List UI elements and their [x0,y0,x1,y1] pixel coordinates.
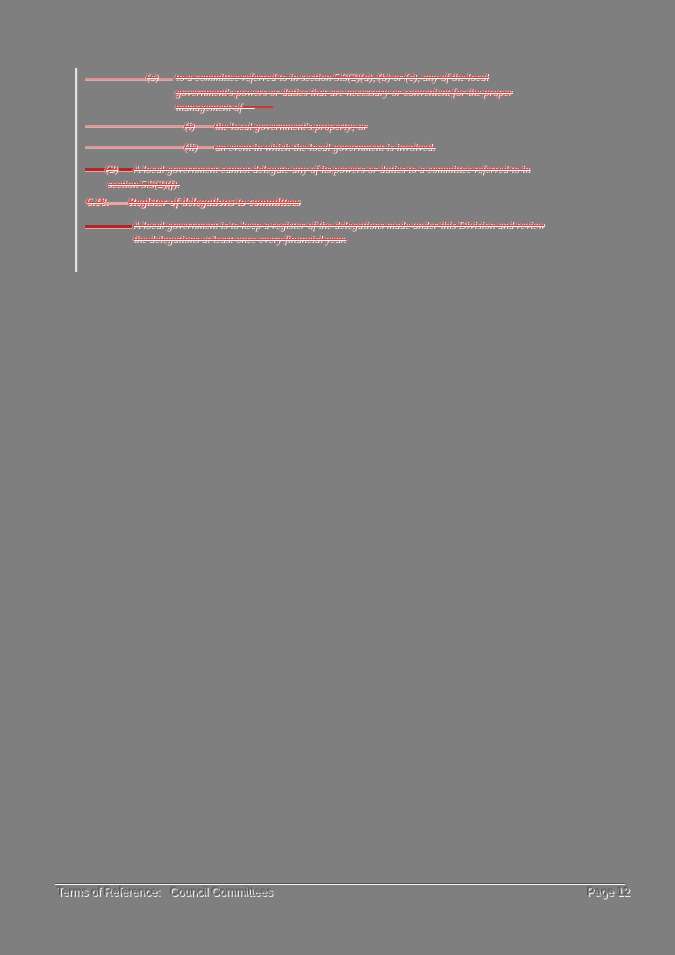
deleted-text-line: A local government cannot delegate any o… [133,163,530,175]
deleted-text-line: section 5.9(2)(f). [107,178,179,190]
deleted-heading-number: 6.18. [86,196,109,208]
strikethrough-tab-line [85,168,133,171]
tracked-change-bar [75,68,78,272]
deleted-text-line: the delegations at least once every fina… [133,233,346,245]
deleted-text-line: an event in which the local government i… [214,141,435,153]
strikethrough-tab-line [85,78,173,80]
deleted-text-line: to a committee referred to in section 5.… [175,71,489,83]
footer-page-number: Page 12 [587,887,630,899]
strikethrough-tab-line [85,146,214,148]
deleted-list-label: (ii) [184,141,198,153]
strikethrough-dash-line [243,106,273,108]
deleted-text-line: government's powers or duties that are n… [175,86,512,98]
deleted-list-label: (2) [105,163,118,175]
deleted-text-line: A local government is to keep a register… [133,219,545,231]
strikethrough-tab-line [104,202,128,205]
footer-divider [55,883,625,885]
strikethrough-tab-line [85,225,132,228]
deleted-text-line: the local government's property; or [214,120,367,132]
deleted-list-label: (e) [146,71,158,83]
deleted-heading-title: Register of delegations to committees [128,196,300,208]
deleted-list-label: (i) [184,120,195,132]
strikethrough-tab-line [85,125,214,127]
deleted-text-line: management of — [175,101,254,113]
footer-document-title: Terms of Reference: Council Committees [57,887,274,899]
